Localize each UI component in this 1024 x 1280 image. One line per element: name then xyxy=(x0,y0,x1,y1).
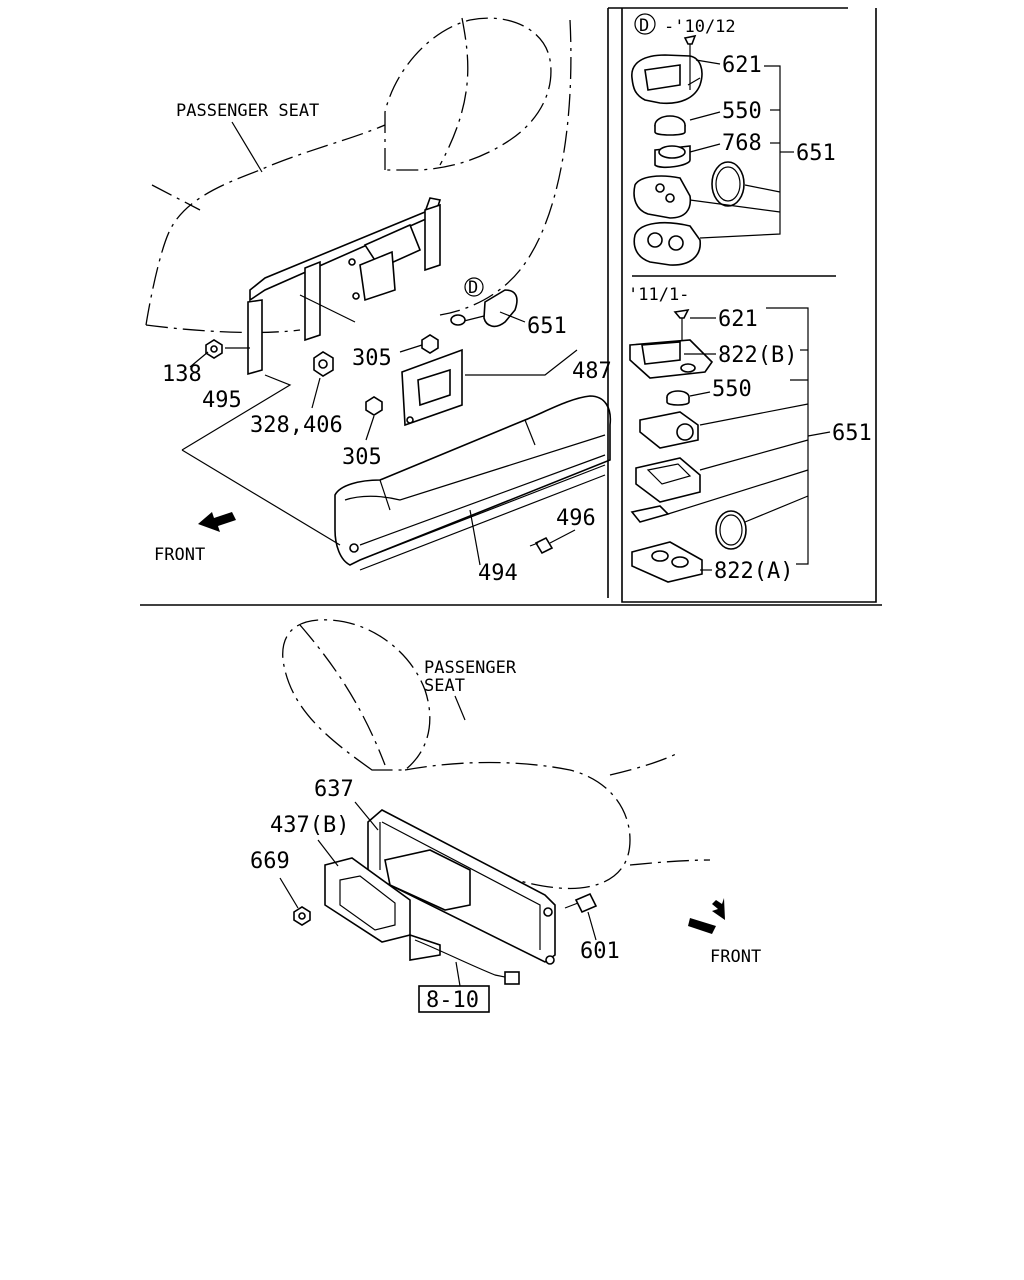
key-plate-late xyxy=(630,505,670,523)
inset-panel: D -'10/12 xyxy=(607,7,877,603)
callout-305-upper: 305 xyxy=(352,346,392,371)
passenger-seat-outline-bottom xyxy=(282,619,431,771)
control-module-487 xyxy=(401,348,463,427)
seat-label-bottom-line2: SEAT xyxy=(424,676,465,696)
callout-305-lower: 305 xyxy=(342,445,382,470)
inset-late-range: '11/1- xyxy=(628,285,689,305)
detail-marker-circle xyxy=(634,13,656,35)
detail-marker-top: D xyxy=(468,278,478,298)
callout-768: 768 xyxy=(722,131,762,156)
passenger-seat-outline xyxy=(145,124,386,326)
inset-marker: D xyxy=(639,16,649,36)
battery-550-late xyxy=(666,390,690,406)
nut-328-406 xyxy=(313,351,334,377)
callout-651-top: 651 xyxy=(527,314,567,339)
bolt-601 xyxy=(564,892,598,914)
seal-ring-early xyxy=(711,161,745,207)
callout-651-early: 651 xyxy=(796,141,836,166)
nut-305-lower xyxy=(365,396,383,416)
callout-487: 487 xyxy=(572,359,612,384)
nut-305-upper xyxy=(421,334,439,354)
callout-621-late: 621 xyxy=(718,307,758,332)
screw-669 xyxy=(293,906,311,926)
case-lower-early xyxy=(633,221,701,266)
callout-651-late: 651 xyxy=(832,421,872,446)
callout-637: 637 xyxy=(314,777,354,802)
callout-822b: 822(B) xyxy=(718,343,797,368)
callout-550-early: 550 xyxy=(722,99,762,124)
bolt-496 xyxy=(529,536,554,555)
screw-621-early xyxy=(683,34,697,90)
callout-822a: 822(A) xyxy=(714,559,793,584)
harness-connector xyxy=(504,971,520,985)
seat-label: PASSENGER SEAT xyxy=(176,101,319,121)
case-upper-early xyxy=(633,175,692,219)
front-label-top: FRONT xyxy=(154,545,205,565)
callout-138: 138 xyxy=(162,362,202,387)
callout-494: 494 xyxy=(478,561,518,586)
seal-ring-late xyxy=(715,510,747,550)
reference-box-text: 8-10 xyxy=(426,988,479,1013)
front-label-bottom: FRONT xyxy=(710,947,761,967)
holder-768 xyxy=(654,145,691,168)
callout-437b: 437(B) xyxy=(270,813,349,838)
remote-key xyxy=(450,277,518,328)
bottom-view: PASSENGER SEAT 601 xyxy=(250,619,761,1013)
top-view: PASSENGER SEAT 138 495 328,406 xyxy=(145,17,612,586)
reference-box xyxy=(418,985,490,1013)
callout-496: 496 xyxy=(556,506,596,531)
case-bottom-822a xyxy=(631,541,703,583)
battery-550-early xyxy=(654,115,686,136)
battery-holder-late xyxy=(639,411,699,449)
callout-495: 495 xyxy=(202,388,242,413)
inset-early-range: -'10/12 xyxy=(664,17,736,37)
key-cover-early xyxy=(631,54,703,105)
case-frame-late xyxy=(635,457,701,503)
seat-bracket xyxy=(247,197,442,376)
mounting-plate-637 xyxy=(367,809,556,965)
wire-harness xyxy=(414,939,511,979)
seat-label-bottom-line1: PASSENGER xyxy=(424,658,517,678)
callout-621-early: 621 xyxy=(722,53,762,78)
callout-550-late: 550 xyxy=(712,377,752,402)
callout-328-406: 328,406 xyxy=(250,413,343,438)
front-arrow-bottom xyxy=(712,898,725,920)
callout-669: 669 xyxy=(250,849,290,874)
key-cover-822b xyxy=(629,339,714,379)
seat-side-cover-494 xyxy=(334,395,612,571)
callout-601: 601 xyxy=(580,939,620,964)
nut-138 xyxy=(205,339,223,359)
front-arrow-top xyxy=(198,512,236,532)
